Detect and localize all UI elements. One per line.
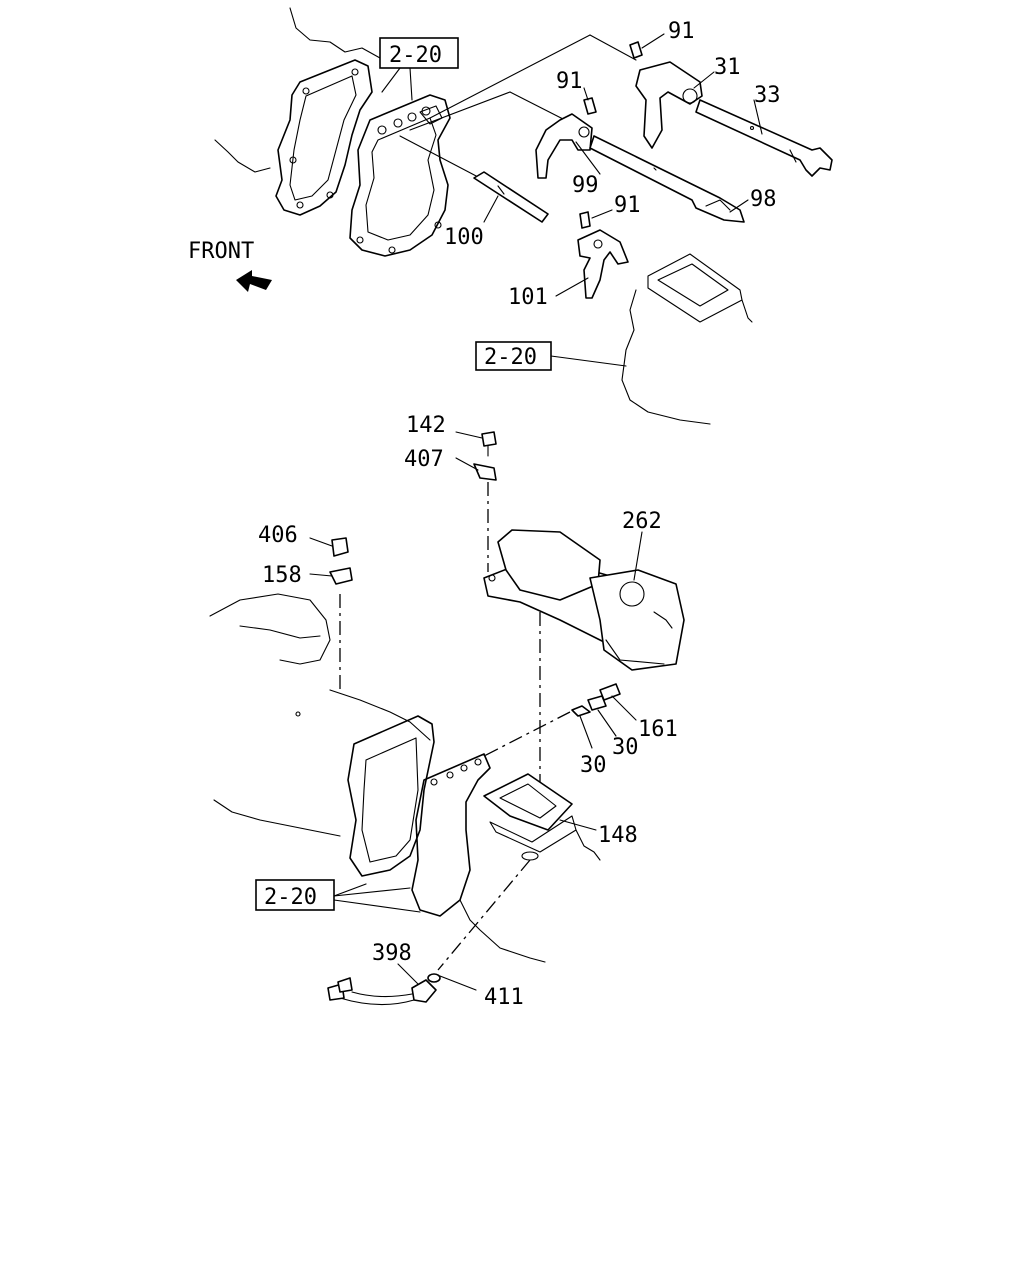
callout-91: 91 — [668, 19, 695, 44]
callout-labels: 91 31 33 91 99 98 91 100 101 142 407 262… — [258, 19, 781, 1010]
front-label: FRONT — [188, 239, 254, 264]
callout-33: 33 — [754, 83, 781, 108]
callout-101: 101 — [508, 285, 548, 310]
pin-30-a — [571, 705, 591, 717]
callout-30: 30 — [612, 735, 639, 760]
housing-gasket-plate — [275, 59, 373, 216]
bolt-142 — [481, 431, 497, 457]
shift-tower-262 — [483, 529, 685, 671]
callout-99: 99 — [572, 173, 599, 198]
callout-406: 406 — [258, 523, 298, 548]
switch-seat — [521, 851, 539, 861]
shift-shaft-33 — [695, 99, 833, 177]
plug-161 — [599, 683, 621, 701]
callout-398: 398 — [372, 941, 412, 966]
shift-fork-99 — [535, 97, 597, 179]
reference-label: 2-20 — [264, 885, 317, 910]
front-arrow-icon — [236, 270, 272, 292]
front-indicator: FRONT — [188, 239, 272, 292]
washer-411 — [427, 973, 477, 991]
transmission-case-upper — [214, 7, 381, 173]
shift-shaft-98 — [589, 135, 745, 223]
gasket-148 — [483, 773, 601, 861]
callout-407: 407 — [404, 447, 444, 472]
clip-158 — [329, 567, 353, 585]
callout-91: 91 — [614, 193, 641, 218]
shift-shaft-100 — [473, 171, 549, 223]
pin-30-b — [587, 695, 607, 711]
shaft-axis-lines — [399, 34, 637, 179]
lower-housing-plate — [411, 753, 546, 963]
transmission-case-upper-right — [621, 253, 753, 425]
callout-158: 158 — [262, 563, 302, 588]
bolt-406 — [331, 537, 349, 557]
callout-91: 91 — [556, 69, 583, 94]
callout-30: 30 — [580, 753, 607, 778]
lower-gasket-plate — [347, 715, 435, 877]
callout-100: 100 — [444, 225, 484, 250]
transmission-case-lower — [209, 593, 431, 837]
clip-407 — [473, 463, 497, 481]
callout-31: 31 — [714, 55, 741, 80]
reference-box-middle: 2-20 — [475, 341, 627, 371]
shift-rail-housing-plate — [349, 94, 451, 257]
callout-161: 161 — [638, 717, 678, 742]
callout-262: 262 — [622, 509, 662, 534]
callout-142: 142 — [406, 413, 446, 438]
reference-label: 2-20 — [389, 43, 442, 68]
pin-centerline — [483, 711, 571, 757]
callout-411: 411 — [484, 985, 524, 1010]
switch-centerline — [437, 859, 531, 971]
callout-98: 98 — [750, 187, 777, 212]
callout-leaders — [309, 33, 763, 985]
shift-fork-101 — [577, 211, 629, 299]
callout-148: 148 — [598, 823, 638, 848]
reference-box-top: 2-20 — [379, 37, 459, 101]
switch-398 — [327, 977, 437, 1006]
reference-label: 2-20 — [484, 345, 537, 370]
reference-box-bottom: 2-20 — [255, 879, 421, 913]
shift-fork-31 — [629, 41, 703, 149]
